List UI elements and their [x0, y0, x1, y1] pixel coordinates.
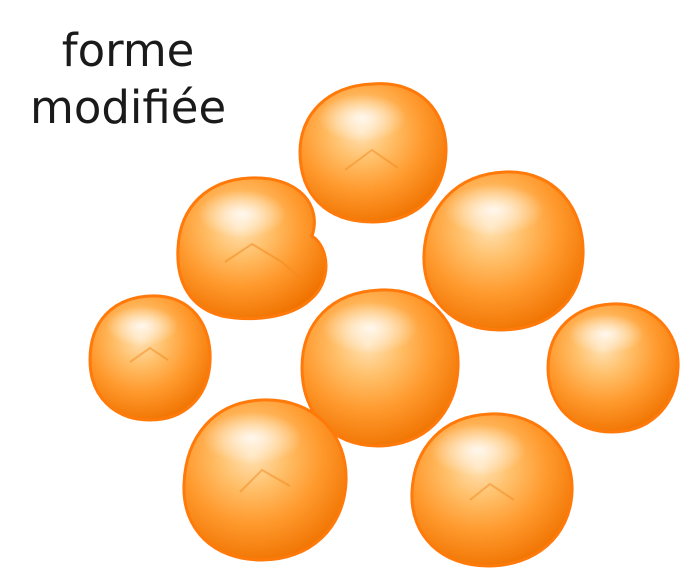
shape-label: forme modifiée [30, 22, 226, 136]
cell-lower-left [182, 398, 348, 562]
cell-upper-left [176, 176, 328, 321]
cell-lower-right [410, 412, 574, 568]
cell-left [88, 294, 212, 422]
cell-upper-right [422, 170, 585, 332]
shape-label-line-1: forme [61, 24, 195, 77]
cell-top [298, 82, 448, 224]
shape-label-line-2: modifiée [30, 81, 227, 134]
cell-center [300, 288, 460, 448]
cell-right [546, 302, 680, 434]
